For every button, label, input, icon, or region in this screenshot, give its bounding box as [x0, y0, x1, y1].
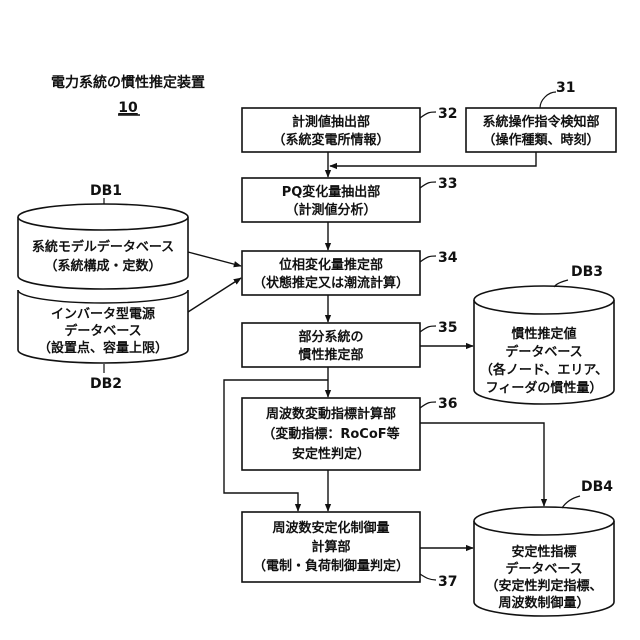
ref-35: 35: [438, 320, 457, 336]
svg-text:データベース: データベース: [64, 323, 141, 339]
db3-label: DB3: [571, 264, 603, 280]
device-number: 10: [118, 100, 138, 116]
database-db4: 安定性指標 データベース （安定性判定指標、 周波数制御量）: [474, 507, 614, 616]
svg-text:インバータ型電源: インバータ型電源: [51, 306, 155, 322]
arrow-db1-to-34: [188, 252, 241, 266]
ref-32: 32: [438, 106, 457, 122]
svg-text:慣性推定値: 慣性推定値: [511, 326, 576, 342]
svg-text:データベース: データベース: [505, 344, 582, 360]
block-frequency-variation-index-calculator: 周波数変動指標計算部 （変動指標：RoCoF等 安定性判定）: [242, 398, 420, 470]
block-frequency-stabilization-control-calculator: 周波数安定化制御量 計算部 （電制・負荷制御量判定）: [242, 512, 420, 582]
block-pq-change-extractor: PQ変化量抽出部 （計測値分析）: [242, 178, 420, 222]
arrow-31-to-33: [330, 152, 536, 166]
svg-text:部分系統の: 部分系統の: [298, 329, 363, 345]
db4-label: DB4: [581, 479, 613, 495]
svg-text:（変動指標：RoCoF等: （変動指標：RoCoF等: [262, 426, 399, 442]
ref-lead-37: [420, 574, 436, 580]
svg-text:フィーダの慣性量）: フィーダの慣性量）: [486, 380, 603, 396]
arrow-36-to-db4: [420, 423, 544, 506]
ref-36: 36: [438, 396, 457, 412]
db2-label: DB2: [90, 376, 122, 392]
ref-lead-34: [420, 256, 436, 262]
svg-text:（安定性判定指標、: （安定性判定指標、: [485, 578, 602, 594]
block-measurement-extractor: 計測値抽出部 （系統変電所情報）: [242, 108, 420, 152]
arrow-db2-to-34: [188, 278, 241, 312]
ref-lead-32: [420, 112, 436, 118]
svg-text:（系統変電所情報）: （系統変電所情報）: [272, 132, 389, 148]
svg-text:（設置点、容量上限）: （設置点、容量上限）: [38, 340, 168, 356]
database-db3: 慣性推定値 データベース （各ノード、エリア、 フィーダの慣性量）: [474, 286, 614, 404]
ref-37: 37: [438, 574, 457, 590]
block-partial-system-inertia-estimator: 部分系統の 慣性推定部: [242, 323, 420, 367]
ref-lead-31: [540, 92, 556, 108]
ref-lead-33: [420, 182, 436, 188]
svg-text:周波数安定化制御量: 周波数安定化制御量: [272, 520, 389, 536]
svg-text:安定性指標: 安定性指標: [511, 544, 576, 560]
svg-text:PQ変化量抽出部: PQ変化量抽出部: [282, 184, 381, 200]
ref-31: 31: [556, 80, 575, 96]
svg-text:位相変化量推定部: 位相変化量推定部: [279, 257, 383, 273]
svg-text:計算部: 計算部: [311, 539, 350, 555]
db4-lead: [562, 496, 580, 508]
svg-text:（各ノード、エリア、: （各ノード、エリア、: [480, 362, 608, 378]
device-title: 電力系統の慣性推定装置: [51, 74, 205, 91]
svg-text:周波数制御量）: 周波数制御量）: [498, 595, 589, 611]
svg-text:系統モデルデータベース: 系統モデルデータベース: [32, 239, 174, 255]
svg-text:（操作種類、時刻）: （操作種類、時刻）: [482, 132, 599, 148]
ref-lead-35: [420, 326, 436, 332]
svg-text:（状態推定又は潮流計算）: （状態推定又は潮流計算）: [253, 275, 409, 291]
svg-text:慣性推定部: 慣性推定部: [298, 347, 363, 363]
ref-lead-36: [420, 402, 436, 408]
svg-text:周波数変動指標計算部: 周波数変動指標計算部: [266, 406, 396, 422]
block-phase-change-estimator: 位相変化量推定部 （状態推定又は潮流計算）: [242, 251, 420, 295]
ref-33: 33: [438, 176, 457, 192]
db1-label: DB1: [90, 183, 122, 199]
svg-text:計測値抽出部: 計測値抽出部: [292, 114, 370, 130]
svg-text:安定性判定）: 安定性判定）: [292, 446, 370, 462]
svg-text:系統操作指令検知部: 系統操作指令検知部: [482, 114, 599, 130]
ref-34: 34: [438, 250, 458, 266]
svg-text:（電制・負荷制御量判定）: （電制・負荷制御量判定）: [253, 558, 409, 574]
database-db1-db2: 系統モデルデータベース （系統構成・定数） インバータ型電源 データベース （設…: [18, 204, 188, 363]
svg-text:（系統構成・定数）: （系統構成・定数）: [44, 258, 161, 274]
svg-text:（計測値分析）: （計測値分析）: [285, 202, 376, 218]
block-operation-command-detector: 系統操作指令検知部 （操作種類、時刻）: [466, 108, 616, 152]
svg-text:データベース: データベース: [505, 561, 582, 577]
